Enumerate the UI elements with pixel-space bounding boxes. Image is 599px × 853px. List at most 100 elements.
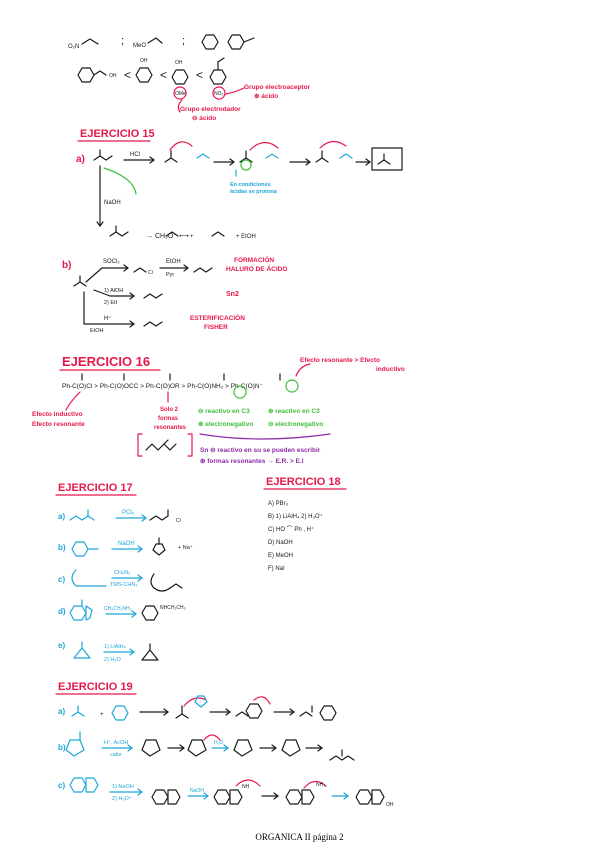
- inductive-note: inductivo: [376, 366, 405, 373]
- exercise-15-title: EJERCICIO 15: [80, 128, 155, 140]
- ex17-d-label: d): [58, 607, 66, 616]
- ome-label: OMe: [175, 91, 186, 97]
- formation-note: FORMACIÓN: [234, 255, 274, 264]
- meo-label: MeO: [133, 43, 146, 49]
- na-product: + Na⁺: [178, 544, 193, 551]
- sn-note: Sn ⊖ reactivo en su se pueden escribir: [200, 447, 321, 454]
- ex17-e-label: e): [58, 641, 65, 650]
- two-forms-note-2: formas: [158, 416, 179, 422]
- acceptor-note: Grupo electroaceptor: [244, 84, 311, 91]
- h3o-19-reagent: 2) H₃O⁺: [112, 795, 132, 802]
- acoh-reagent: H⁺, AcOH: [104, 739, 128, 746]
- naoh-products: → CH₃O⁻ ⟷: [146, 233, 189, 240]
- resonance-forms-note: ⊕ formas resonantes → E.R. > E.I: [200, 458, 304, 465]
- ethylamine-reagent: CH₃CH₂NH₂: [104, 606, 132, 612]
- socl2-reagent: SOCl₂: [103, 259, 120, 265]
- o2n-label: O₂N: [68, 44, 79, 50]
- ch2n2-reagent: CH₂N₂: [114, 570, 130, 576]
- inductive-effect-note: Efecto inductivo: [32, 411, 83, 418]
- oh-label: OH: [175, 60, 183, 66]
- separator: ;: [182, 35, 185, 47]
- h2o-reagent: 2) H₂O: [104, 657, 122, 663]
- reactivity-chain: Ph-C(O)Cl > Ph-C(O)OCC > Ph-C(O)OR > Ph-…: [62, 383, 264, 390]
- h2o-19-reagent: H₂O: [214, 740, 224, 746]
- part-b-label: b): [62, 260, 71, 271]
- resonant-effect-note: Efecto resonante: [32, 421, 85, 428]
- hcl-reagent: HCl: [130, 152, 140, 158]
- resonance-note: Efecto resonante > Efecto: [300, 357, 380, 364]
- ex19-c-label: c): [58, 781, 65, 790]
- alooh-reagent: 1) AlOH: [104, 288, 123, 294]
- pyr-reagent: Pyr: [166, 272, 174, 278]
- reactive-c3-note: ⊖ reactivo en C3: [198, 408, 250, 415]
- donor-sub-note: ⊖ ácido: [192, 115, 216, 122]
- part-a-label: a): [76, 154, 85, 165]
- top-phenols: O₂N ; MeO ; OH < OH < OH < OMe NO₂: [68, 34, 311, 122]
- exercise-16-title: EJERCICIO 16: [62, 354, 150, 369]
- nh-label: NH: [242, 784, 250, 790]
- nh2-label: NH₂: [316, 782, 325, 788]
- ex18-item-a: A) PBr₃: [268, 501, 289, 507]
- ex19-b-label: b): [58, 743, 66, 752]
- no2-label: NO₂: [214, 91, 224, 97]
- electronegative-note-2: ⊖ electronegativo: [268, 421, 323, 428]
- two-forms-note: Solo 2: [160, 407, 179, 413]
- benzyl-ring: [77, 67, 95, 83]
- h-plus-reagent: H⁺: [104, 315, 112, 322]
- cl-label: Cl: [148, 270, 153, 276]
- cl-product: Cl: [176, 518, 181, 524]
- exercise-16: EJERCICIO 16 Ph-C(O)Cl > Ph-C(O)OCC > Ph…: [32, 354, 405, 465]
- less-than: <: [196, 68, 203, 82]
- etoh-reagent-2: EtOH: [90, 328, 103, 334]
- naoh-19-reagent: 1) NaOH: [112, 784, 134, 790]
- naoh-19c-reagent: NaOH: [190, 788, 204, 794]
- naoh-reagent: NaOH: [104, 200, 121, 206]
- exercise-17-title: EJERCICIO 17: [58, 482, 133, 494]
- exercise-18-title: EJERCICIO 18: [266, 476, 341, 488]
- fisher-note: FISHER: [204, 324, 228, 331]
- page-footer: ORGANICA II página 2: [255, 832, 344, 842]
- acid-halide-note: HALURO DE ÁCIDO: [226, 264, 287, 273]
- ex19-a-label: a): [58, 707, 65, 716]
- tms-reagent: TMS-CHN₂: [110, 582, 138, 588]
- acid-note-line-1: En condiciones: [230, 182, 271, 188]
- svg-text:+: +: [100, 712, 104, 718]
- naoh-17-reagent: NaOH: [118, 541, 135, 547]
- oh-label: OH: [109, 73, 117, 79]
- sn2-note: Sn2: [226, 291, 239, 298]
- ex17-a-label: a): [58, 512, 65, 521]
- exercise-18: EJERCICIO 18 A) PBr₃ B) 1) LiAlH₄ 2) H₃O…: [263, 476, 347, 572]
- separator: ;: [121, 35, 124, 47]
- pcl5-reagent: PCl₅: [122, 510, 135, 516]
- reactive-c3-note-2: ⊕ reactivo en C3: [268, 408, 320, 415]
- exercise-19: EJERCICIO 19 a) + b): [55, 681, 394, 808]
- etoh-reagent: EtOH: [166, 259, 181, 265]
- ex17-b-label: b): [58, 543, 66, 552]
- eti-reagent: 2) EtI: [104, 300, 118, 306]
- oh-label: OH: [140, 58, 148, 64]
- electronegative-note: ⊕ electronegativo: [198, 421, 253, 428]
- acid-note-line-2: ácidas se protona: [230, 189, 278, 195]
- less-than: <: [124, 68, 131, 82]
- ex18-item-b: B) 1) LiAlH₄ 2) H₃O⁺: [268, 513, 323, 520]
- acceptor-sub-note: ⊕ ácido: [254, 93, 278, 100]
- amide-product: NHCH₂CH₃: [160, 605, 186, 611]
- svg-text:+: +: [190, 234, 194, 240]
- heat-reagent: calor: [110, 752, 122, 758]
- ex18-item-f: F) NaI: [268, 566, 285, 572]
- two-forms-note-3: resonantes: [154, 425, 187, 431]
- oh-19-label: OH: [386, 802, 394, 808]
- ex18-item-e: E) MeOH: [268, 553, 293, 559]
- exercise-17: EJERCICIO 17 a) PCl₅ Cl b) NaOH + Na⁺ c): [55, 482, 193, 663]
- donor-note: Grupo electrodador: [180, 106, 241, 113]
- etoh-product: + EtOH: [236, 234, 256, 240]
- ex17-c-label: c): [58, 575, 65, 584]
- less-than: <: [160, 68, 167, 82]
- ex18-item-c: C) HO ⌒ Ph , H⁺: [268, 526, 314, 533]
- lialh4-reagent: 1) LiAlH₄: [104, 644, 127, 650]
- ex18-item-d: D) NaOH: [268, 540, 293, 546]
- exercise-19-title: EJERCICIO 19: [58, 681, 133, 693]
- esterification-note: ESTERIFICACIÓN: [190, 313, 245, 322]
